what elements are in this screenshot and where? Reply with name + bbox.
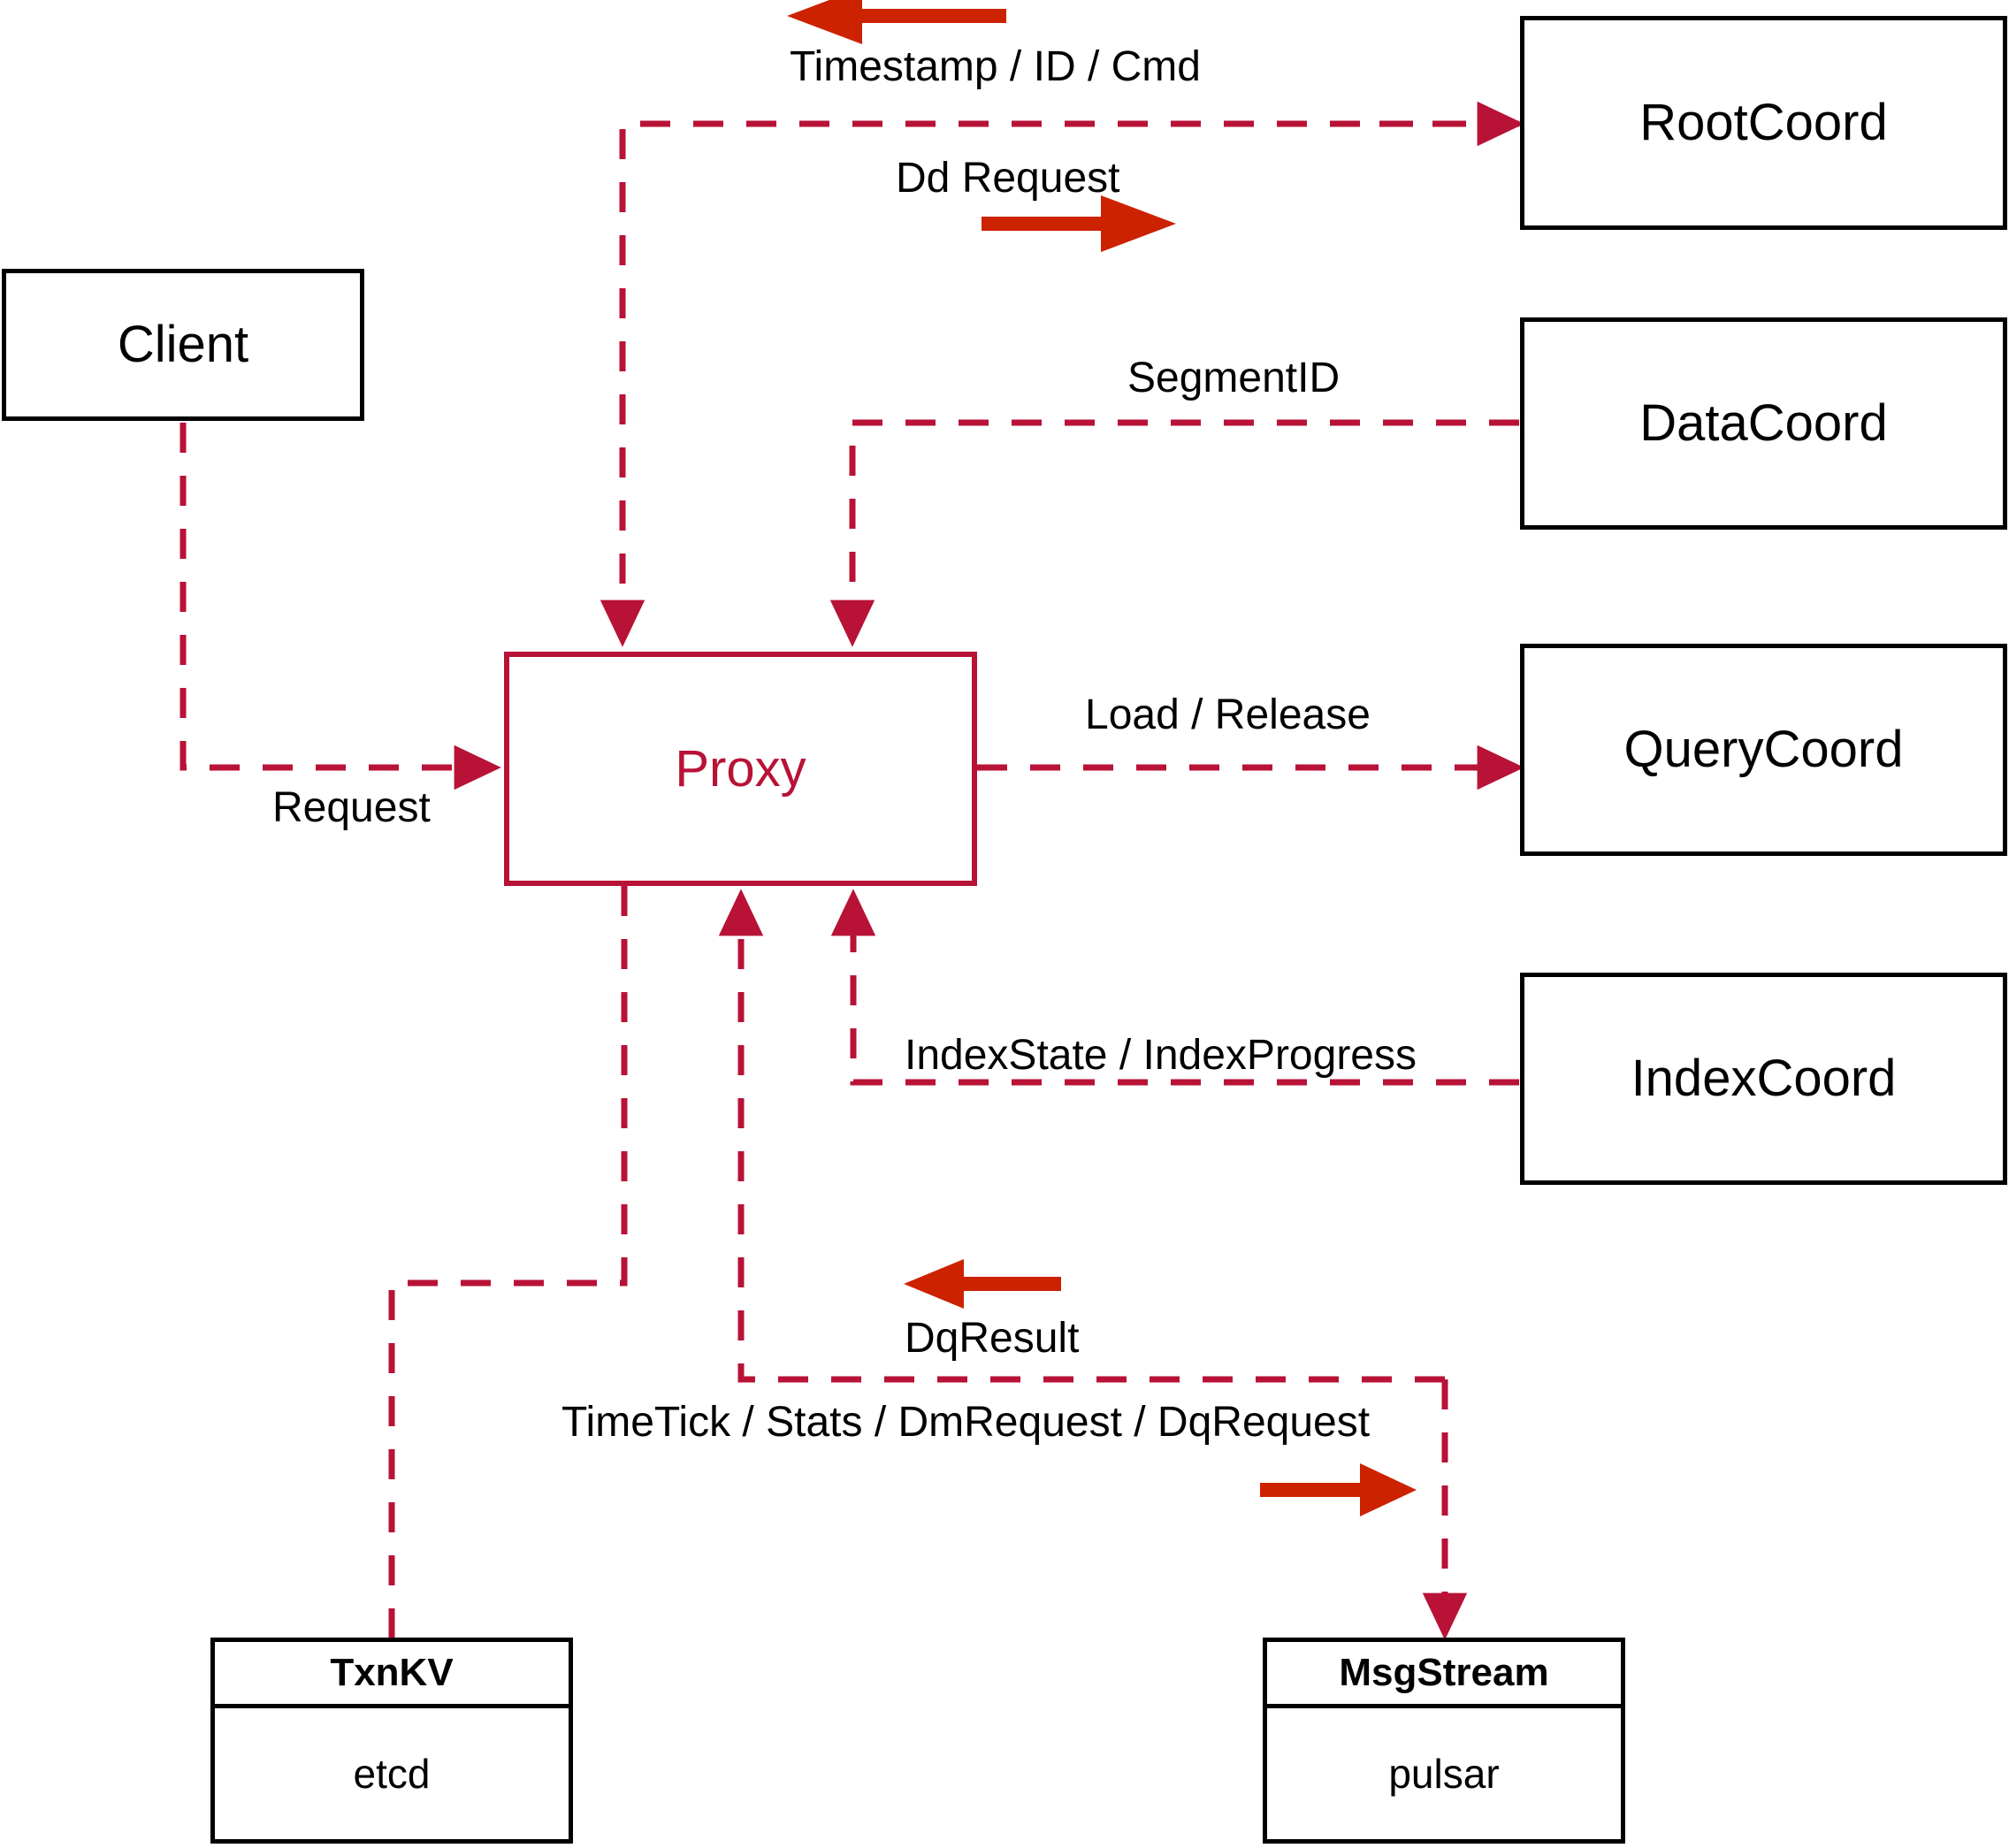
node-proxy-label: Proxy bbox=[675, 739, 806, 798]
edge-proxy-to-txnkv bbox=[388, 886, 628, 1638]
edge-label-load-release-text: Load / Release bbox=[1085, 691, 1371, 738]
edge-label-load-release: Load / Release bbox=[1085, 694, 1371, 737]
node-txnkv[interactable]: TxnKV etcd bbox=[210, 1638, 573, 1844]
node-txnkv-header: TxnKV bbox=[215, 1642, 569, 1708]
node-client-label: Client bbox=[117, 316, 249, 373]
edge-label-index-state-text: IndexState / IndexProgress bbox=[905, 1032, 1417, 1079]
edge-datacoord-to-proxy bbox=[829, 419, 1519, 647]
edge-msgstream-to-proxy bbox=[718, 889, 1445, 1383]
node-txnkv-body: etcd bbox=[353, 1751, 431, 1797]
edge-label-dd-request-text: Dd Request bbox=[896, 155, 1120, 202]
edge-label-segmentid: SegmentID bbox=[1127, 357, 1340, 400]
node-datacoord-label: DataCoord bbox=[1639, 394, 1888, 452]
edge-label-timetick-stats-text: TimeTick / Stats / DmRequest / DqRequest bbox=[561, 1399, 1371, 1446]
edge-label-index-state: IndexState / IndexProgress bbox=[905, 1035, 1417, 1077]
node-indexcoord[interactable]: IndexCoord bbox=[1520, 973, 2007, 1185]
node-client[interactable]: Client bbox=[2, 269, 364, 421]
node-proxy[interactable]: Proxy bbox=[504, 652, 977, 886]
edge-label-timetick-stats: TimeTick / Stats / DmRequest / DqRequest bbox=[561, 1401, 1370, 1444]
edge-rootcoord-to-proxy bbox=[600, 120, 1519, 647]
edge-label-dd-request: Dd Request bbox=[896, 157, 1119, 200]
edge-label-segmentid-text: SegmentID bbox=[1127, 355, 1341, 401]
edge-label-request-text: Request bbox=[272, 784, 431, 831]
edge-label-dq-result: DqResult bbox=[905, 1317, 1079, 1360]
node-msgstream-header: MsgStream bbox=[1267, 1642, 1621, 1708]
direction-arrow-dd-request bbox=[982, 195, 1176, 252]
edge-client-to-proxy bbox=[180, 423, 501, 790]
edge-indexcoord-to-proxy bbox=[830, 889, 1519, 1086]
node-rootcoord[interactable]: RootCoord bbox=[1520, 16, 2007, 230]
node-querycoord-label: QueryCoord bbox=[1623, 721, 1904, 778]
node-rootcoord-label: RootCoord bbox=[1639, 94, 1888, 151]
node-datacoord[interactable]: DataCoord bbox=[1520, 317, 2007, 530]
edge-label-request: Request bbox=[272, 787, 431, 829]
direction-arrow-timetick bbox=[1260, 1463, 1417, 1516]
edge-label-dq-result-text: DqResult bbox=[905, 1315, 1080, 1362]
edge-label-timestamp-id-cmd: Timestamp / ID / Cmd bbox=[790, 46, 1201, 88]
node-msgstream-body: pulsar bbox=[1388, 1751, 1500, 1797]
direction-arrow-dq-result bbox=[904, 1259, 1061, 1309]
direction-arrow-timestamp bbox=[787, 0, 1006, 44]
edge-label-timestamp-id-cmd-text: Timestamp / ID / Cmd bbox=[790, 43, 1201, 90]
node-msgstream[interactable]: MsgStream pulsar bbox=[1263, 1638, 1625, 1844]
node-indexcoord-label: IndexCoord bbox=[1631, 1050, 1897, 1107]
node-querycoord[interactable]: QueryCoord bbox=[1520, 644, 2007, 856]
